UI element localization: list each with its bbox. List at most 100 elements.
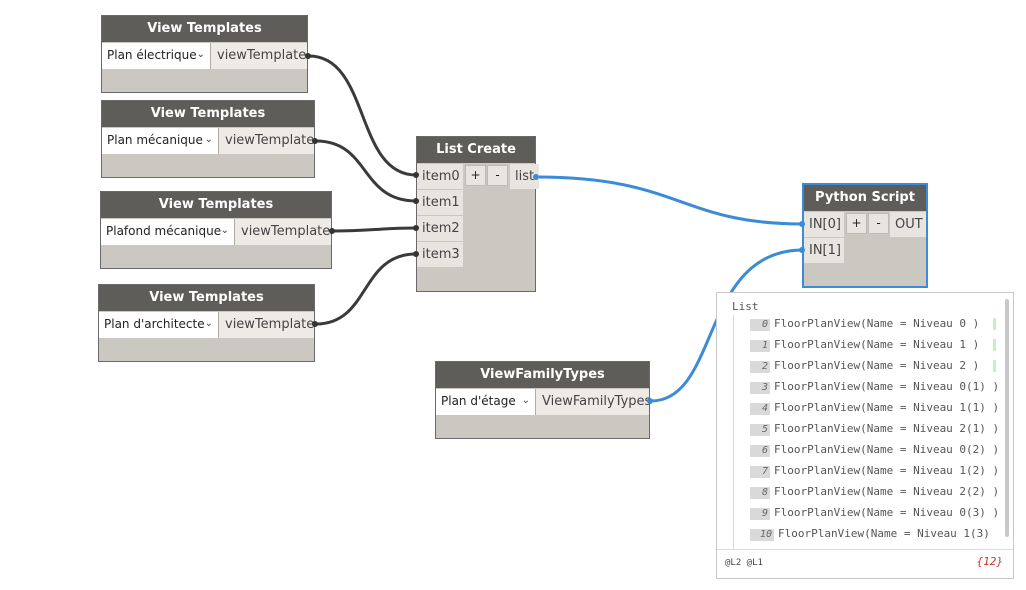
output-port-dot[interactable] [647,398,653,404]
highlight-marker [993,318,996,330]
list-index: 0 [750,319,770,331]
list-value: FloorPlanView(Name = Niveau 2(1) ) [774,422,1000,435]
view-template-dropdown[interactable]: Plan mécanique ⌄ [102,128,219,154]
preview-scrollbar[interactable] [1005,299,1009,537]
view-template-dropdown[interactable]: Plan électrique ⌄ [102,43,211,69]
list-value: FloorPlanView(Name = Niveau 2(2) ) [774,485,1000,498]
highlight-marker [993,339,996,351]
python-script-node[interactable]: Python Script IN[0] IN[1] + - OUT [802,183,928,288]
list-item: 8 FloorPlanView(Name = Niveau 2(2) ) [750,485,999,501]
list-value: FloorPlanView(Name = Niveau 1(1) ) [774,401,1000,414]
view-template-dropdown[interactable]: Plan d'architecte ⌄ [99,312,219,338]
list-index: 9 [750,508,770,520]
remove-input-button[interactable]: - [868,213,889,234]
output-port-viewfamilytypes[interactable]: ViewFamilyTypes [536,389,651,415]
list-index: 10 [750,529,774,541]
list-item: 1 FloorPlanView(Name = Niveau 1 ) [750,338,979,354]
list-index: 4 [750,403,770,415]
view-templates-node-1[interactable]: View Templates Plan électrique ⌄ viewTem… [101,15,308,93]
list-index: 5 [750,424,770,436]
add-input-button[interactable]: + [846,213,867,234]
add-input-button[interactable]: + [465,165,486,186]
list-create-node[interactable]: List Create item0 item1 item2 item3 + - … [416,136,540,292]
list-value: FloorPlanView(Name = Niveau 0(3) ) [774,506,1000,519]
list-item: 10 FloorPlanView(Name = Niveau 1(3) [750,527,990,543]
input-port-item2[interactable]: item2 [417,216,463,241]
node-title[interactable]: View Templates [101,192,331,218]
view-templates-node-2[interactable]: View Templates Plan mécanique ⌄ viewTemp… [101,100,315,178]
output-port-viewtemplate[interactable]: viewTemplate [235,219,331,245]
list-item: 6 FloorPlanView(Name = Niveau 0(2) ) [750,443,999,459]
chevron-down-icon: ⌄ [196,49,205,60]
list-levels[interactable]: @L2 @L1 [725,558,763,568]
input-port-dot[interactable] [413,198,419,204]
chevron-down-icon: ⌄ [220,225,229,236]
input-port-item1[interactable]: item1 [417,190,463,215]
output-port-dot[interactable] [305,53,311,59]
output-port-dot[interactable] [533,174,539,180]
list-value: FloorPlanView(Name = Niveau 1 ) [774,338,980,351]
view-templates-node-3[interactable]: View Templates Plafond mécanique ⌄ viewT… [100,191,332,269]
node-title[interactable]: View Templates [102,16,307,42]
node-title[interactable]: ViewFamilyTypes [436,362,649,388]
chevron-down-icon: ⌄ [204,134,213,145]
input-port-dot[interactable] [413,225,419,231]
dropdown-value: Plan mécanique [107,133,203,147]
view-template-dropdown[interactable]: Plafond mécanique ⌄ [101,219,235,245]
chevron-down-icon: ⌄ [521,395,530,406]
input-port-item3[interactable]: item3 [417,242,463,267]
highlight-marker [993,360,996,372]
list-index: 6 [750,445,770,457]
list-item: 2 FloorPlanView(Name = Niveau 2 ) [750,359,979,375]
list-item: 4 FloorPlanView(Name = Niveau 1(1) ) [750,401,999,417]
list-item: 5 FloorPlanView(Name = Niveau 2(1) ) [750,422,999,438]
wire-list-in0[interactable] [536,175,804,226]
output-port-viewtemplate[interactable]: viewTemplate [219,128,314,154]
chevron-down-icon: ⌄ [204,318,213,329]
view-family-types-node[interactable]: ViewFamilyTypes Plan d'étage ⌄ ViewFamil… [435,361,651,439]
list-value: FloorPlanView(Name = Niveau 0(2) ) [774,443,1000,456]
list-value: FloorPlanView(Name = Niveau 0 ) [774,317,980,330]
dropdown-value: Plafond mécanique [106,224,222,238]
input-port-dot[interactable] [413,172,419,178]
view-templates-node-4[interactable]: View Templates Plan d'architecte ⌄ viewT… [98,284,315,362]
item-count: {12} [976,555,1004,568]
output-port-out[interactable]: OUT [890,212,926,237]
dropdown-value: Plan électrique [107,48,197,62]
list-index: 3 [750,382,770,394]
node-title[interactable]: List Create [417,137,535,163]
node-title[interactable]: View Templates [102,101,314,127]
list-value: FloorPlanView(Name = Niveau 1(3) [778,527,990,540]
list-item: 9 FloorPlanView(Name = Niveau 0(3) ) [750,506,999,522]
output-port-viewtemplate[interactable]: viewTemplate [219,312,314,338]
tree-line [733,315,734,551]
list-index: 8 [750,487,770,499]
preview-list-title: List [732,300,759,313]
node-title[interactable]: Python Script [804,185,926,211]
list-index: 7 [750,466,770,478]
output-port-dot[interactable] [312,321,318,327]
node-title[interactable]: View Templates [99,285,314,311]
list-index: 1 [750,340,770,352]
output-port-viewtemplate[interactable]: viewTemplate [211,43,307,69]
remove-input-button[interactable]: - [487,165,508,186]
output-port-dot[interactable] [329,228,335,234]
input-port-in0[interactable]: IN[0] [804,212,844,237]
list-value: FloorPlanView(Name = Niveau 1(2) ) [774,464,1000,477]
list-item: 0 FloorPlanView(Name = Niveau 0 ) [750,317,979,333]
list-index: 2 [750,361,770,373]
wire-vt3-item2[interactable] [332,226,417,233]
list-value: FloorPlanView(Name = Niveau 2 ) [774,359,980,372]
wire-vt1-item0[interactable] [308,54,417,177]
output-port-dot[interactable] [312,138,318,144]
view-family-type-dropdown[interactable]: Plan d'étage ⌄ [436,389,536,415]
preview-footer: @L2 @L1 {12} [717,549,1013,578]
input-port-dot[interactable] [799,221,805,227]
input-port-dot[interactable] [413,251,419,257]
input-port-item0[interactable]: item0 [417,164,463,189]
input-port-dot[interactable] [799,247,805,253]
dropdown-value: Plan d'architecte [104,317,205,331]
input-port-in1[interactable]: IN[1] [804,238,844,263]
